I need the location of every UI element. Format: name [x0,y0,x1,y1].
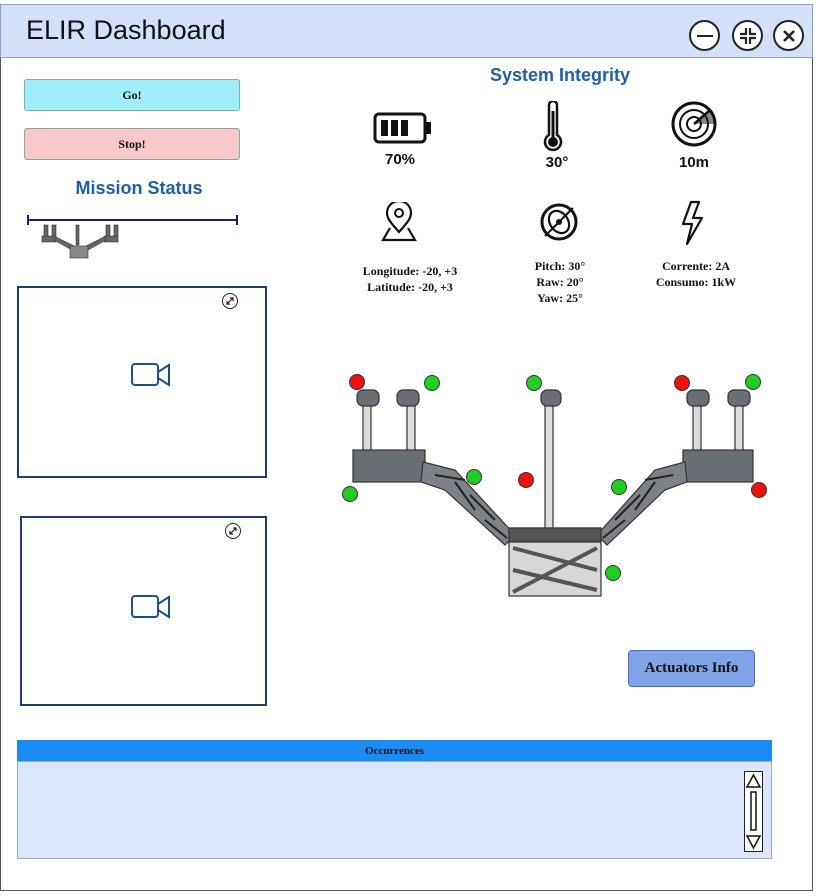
power-readout: Corrente: 2A Consumo: 1kW [640,258,752,290]
temperature-value: 30° [545,154,569,171]
longitude-text: Longitude: -20, +3 [362,264,458,278]
actuators-info-button[interactable]: Actuators Info [628,650,755,687]
consumption-text: Consumo: 1kW [655,275,737,289]
actuator-status-indicator[interactable] [751,482,767,498]
pitch-text: Pitch: 30° [534,259,586,273]
mission-status-heading: Mission Status [75,178,203,198]
close-icon [782,29,795,42]
actuator-status-indicator[interactable] [745,374,761,390]
battery-value: 70% [384,151,416,168]
robot-diagram [352,389,754,597]
minimize-button[interactable] [689,20,720,51]
mission-progress-track [27,215,238,259]
orientation-readout: Pitch: 30° Raw: 20° Yaw: 25° [500,258,620,306]
window-title: ELIR Dashboard [26,15,226,45]
video-camera-icon [131,363,170,387]
scroll-thumb [750,791,757,831]
location-pin-icon [381,202,417,242]
camera-feed-1[interactable] [17,286,267,478]
restore-icon [739,27,756,44]
restore-button[interactable] [732,20,763,51]
mini-robot-icon [41,224,119,259]
occurrences-header: Occurrences [17,740,772,761]
actuator-status-indicator[interactable] [605,565,621,581]
expand-icon[interactable] [225,523,241,539]
range-value: 10m [678,154,710,171]
title-bar: ELIR Dashboard [0,4,813,58]
actuator-status-indicator[interactable] [466,469,482,485]
occurrences-log[interactable] [17,761,772,859]
camera-feed-2[interactable] [20,516,267,706]
actuator-status-indicator[interactable] [611,479,627,495]
raw-text: Raw: 20° [536,275,584,289]
actuator-status-indicator[interactable] [349,374,365,390]
arrow-up-icon [745,773,762,788]
actuator-status-indicator[interactable] [424,375,440,391]
latitude-text: Latitude: -20, +3 [367,280,453,294]
yaw-text: Yaw: 25° [537,291,583,305]
minimize-icon [696,34,713,37]
stop-button[interactable]: Stop! [24,128,240,160]
video-camera-icon [131,595,170,619]
system-integrity-heading: System Integrity [489,65,631,85]
gyroscope-icon [540,203,578,241]
lightning-icon [681,200,704,246]
location-readout: Longitude: -20, +3 Latitude: -20, +3 [330,263,490,295]
actuator-status-indicator[interactable] [674,375,690,391]
actuator-status-indicator[interactable] [342,486,358,502]
actuator-status-indicator[interactable] [518,472,534,488]
occurrences-scrollbar[interactable] [744,771,763,852]
battery-icon [373,112,431,144]
close-button[interactable] [773,20,804,51]
radar-icon [671,101,717,147]
expand-icon[interactable] [222,293,238,309]
actuator-status-indicator[interactable] [526,375,542,391]
thermometer-icon [543,101,563,152]
go-button[interactable]: Go! [24,79,240,111]
current-text: Corrente: 2A [661,259,731,273]
arrow-down-icon [745,835,762,850]
